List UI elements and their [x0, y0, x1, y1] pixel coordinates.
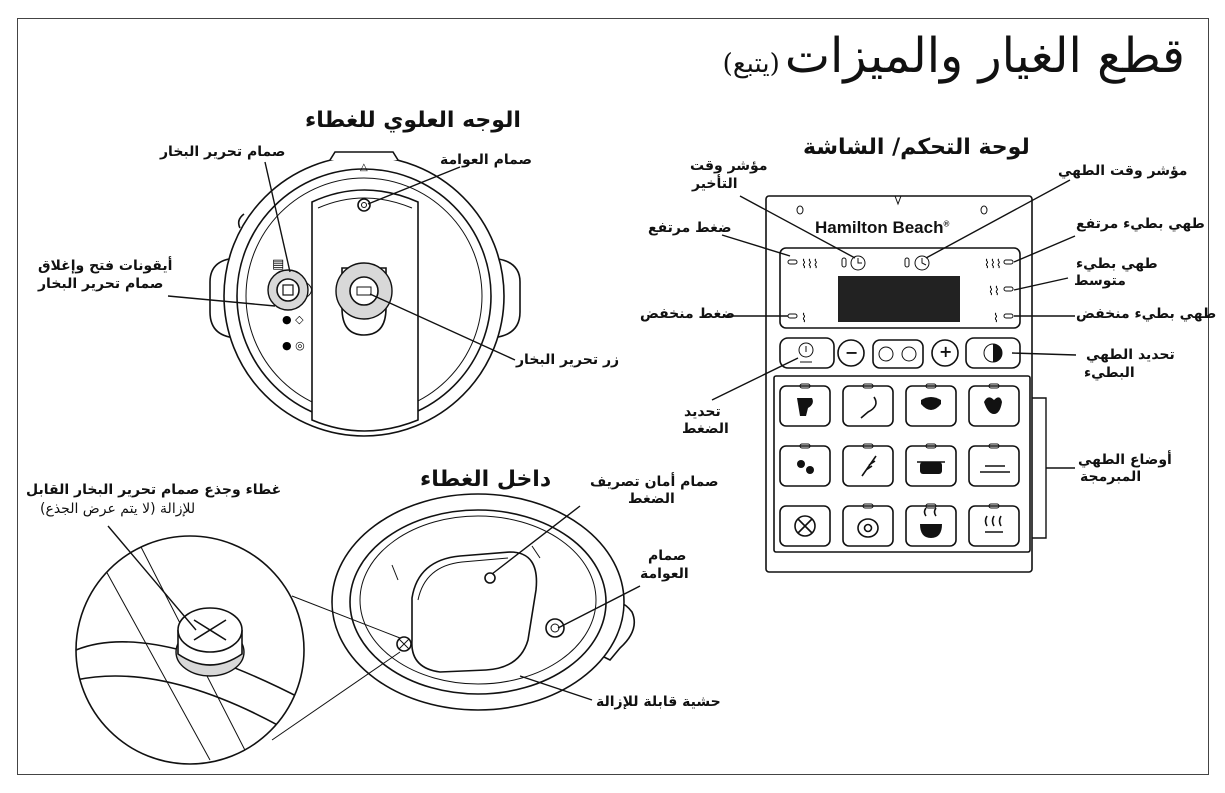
svg-text:⌇⌇⌇: ⌇⌇⌇ — [984, 257, 1002, 271]
plus-key: + — [939, 342, 953, 361]
label-float-valve-inside-1: صمام — [648, 548, 687, 564]
label-slow-high: طهي بطيء مرتفع — [1076, 216, 1205, 232]
label-steam-release-button: زر تحرير البخار — [516, 352, 620, 368]
svg-text:▤: ▤ — [272, 257, 284, 272]
label-lock-icons-2: صمام تحرير البخار — [38, 276, 164, 292]
cancel-icon — [794, 515, 816, 537]
brand-logo: Hamilton Beach® — [815, 218, 950, 237]
cap-zoom-drawing — [75, 535, 401, 765]
control-panel-heading: لوحة التحكم/ الشاشة — [803, 135, 1030, 160]
label-cook-time: مؤشر وقت الطهي — [1058, 163, 1188, 179]
minus-key: − — [845, 343, 859, 362]
lid-inside-drawing — [331, 493, 636, 711]
label-gasket: حشية قابلة للإزالة — [596, 694, 721, 710]
lid-top-drawing: △ ▤ ● ◇ ● ◎ — [209, 151, 521, 437]
svg-text:⌇⌇⌇: ⌇⌇⌇ — [801, 257, 819, 271]
label-slow-select-2: البطيء — [1084, 365, 1135, 381]
svg-text:● ◇: ● ◇ — [282, 313, 304, 326]
soup-icon — [920, 524, 942, 538]
label-programs-2: المبرمجة — [1080, 469, 1142, 485]
svg-text:△: △ — [360, 162, 368, 173]
label-low-pressure: ضغط منخفض — [640, 306, 735, 322]
label-delay-timer-1: مؤشر وقت — [690, 158, 768, 174]
svg-text:⌇: ⌇ — [801, 311, 807, 325]
control-panel-drawing: ⌇⌇⌇ ⌇ ⌇⌇⌇ ⌇⌇ ⌇ — [765, 195, 1033, 573]
float-valve-top — [357, 198, 371, 212]
vegetables-icon — [984, 397, 1002, 414]
label-safety-valve-1: صمام أمان تصريف — [590, 474, 719, 490]
label-float-valve: صمام العوامة — [440, 152, 532, 168]
control-panel-leaders — [711, 179, 1077, 401]
label-slow-low: طهي بطيء منخفض — [1076, 306, 1217, 322]
label-float-valve-inside-2: العوامة — [640, 566, 689, 582]
label-high-pressure: ضغط مرتفع — [648, 220, 732, 236]
lid-top-heading: الوجه العلوي للغطاء — [305, 108, 521, 133]
program-buttons — [779, 383, 1075, 547]
safety-valve — [484, 572, 496, 584]
label-removable-cap-2: للإزالة (لا يتم عرض الجذع) — [40, 501, 196, 517]
beans-icon — [797, 460, 805, 468]
lid-inside-leaders — [107, 505, 641, 701]
stew-icon — [920, 462, 942, 474]
poultry-icon — [860, 396, 877, 419]
label-slow-medium-2: متوسط — [1074, 273, 1126, 289]
label-programs-1: أوضاع الطهي — [1078, 452, 1172, 468]
label-lock-icons-1: أيقونات فتح وإغلاق — [38, 258, 173, 274]
label-delay-timer-2: التأخير — [692, 176, 738, 192]
page-frame — [17, 18, 1209, 775]
label-steam-release-valve: صمام تحرير البخار — [160, 144, 286, 160]
egg-icon — [857, 518, 879, 538]
rice-icon — [921, 397, 941, 410]
svg-text:● ◎: ● ◎ — [282, 339, 305, 352]
label-safety-valve-2: الضغط — [628, 491, 675, 507]
label-pressure-select-1: تحديد — [684, 404, 721, 420]
svg-text:⌇⌇: ⌇⌇ — [988, 284, 1000, 298]
meat-icon — [797, 398, 813, 416]
lid-top-leaders — [167, 161, 516, 361]
label-slow-select-1: تحديد الطهي — [1086, 347, 1175, 363]
label-slow-medium-1: طهي بطيء — [1076, 256, 1158, 272]
saute-icon — [980, 465, 1010, 473]
lcd-screen — [838, 276, 960, 322]
float-valve-inside — [545, 618, 565, 638]
label-pressure-select-2: الضغط — [682, 421, 729, 437]
page-title: قطع الغيار والميزات (يتبع) — [722, 28, 1185, 84]
svg-text:⌇: ⌇ — [993, 311, 999, 325]
lid-inside-heading: داخل الغطاء — [420, 467, 552, 492]
label-removable-cap-1: غطاء وجذع صمام تحرير البخار القابل — [26, 482, 282, 498]
grain-icon — [861, 455, 877, 477]
steam-icon — [984, 515, 1003, 533]
